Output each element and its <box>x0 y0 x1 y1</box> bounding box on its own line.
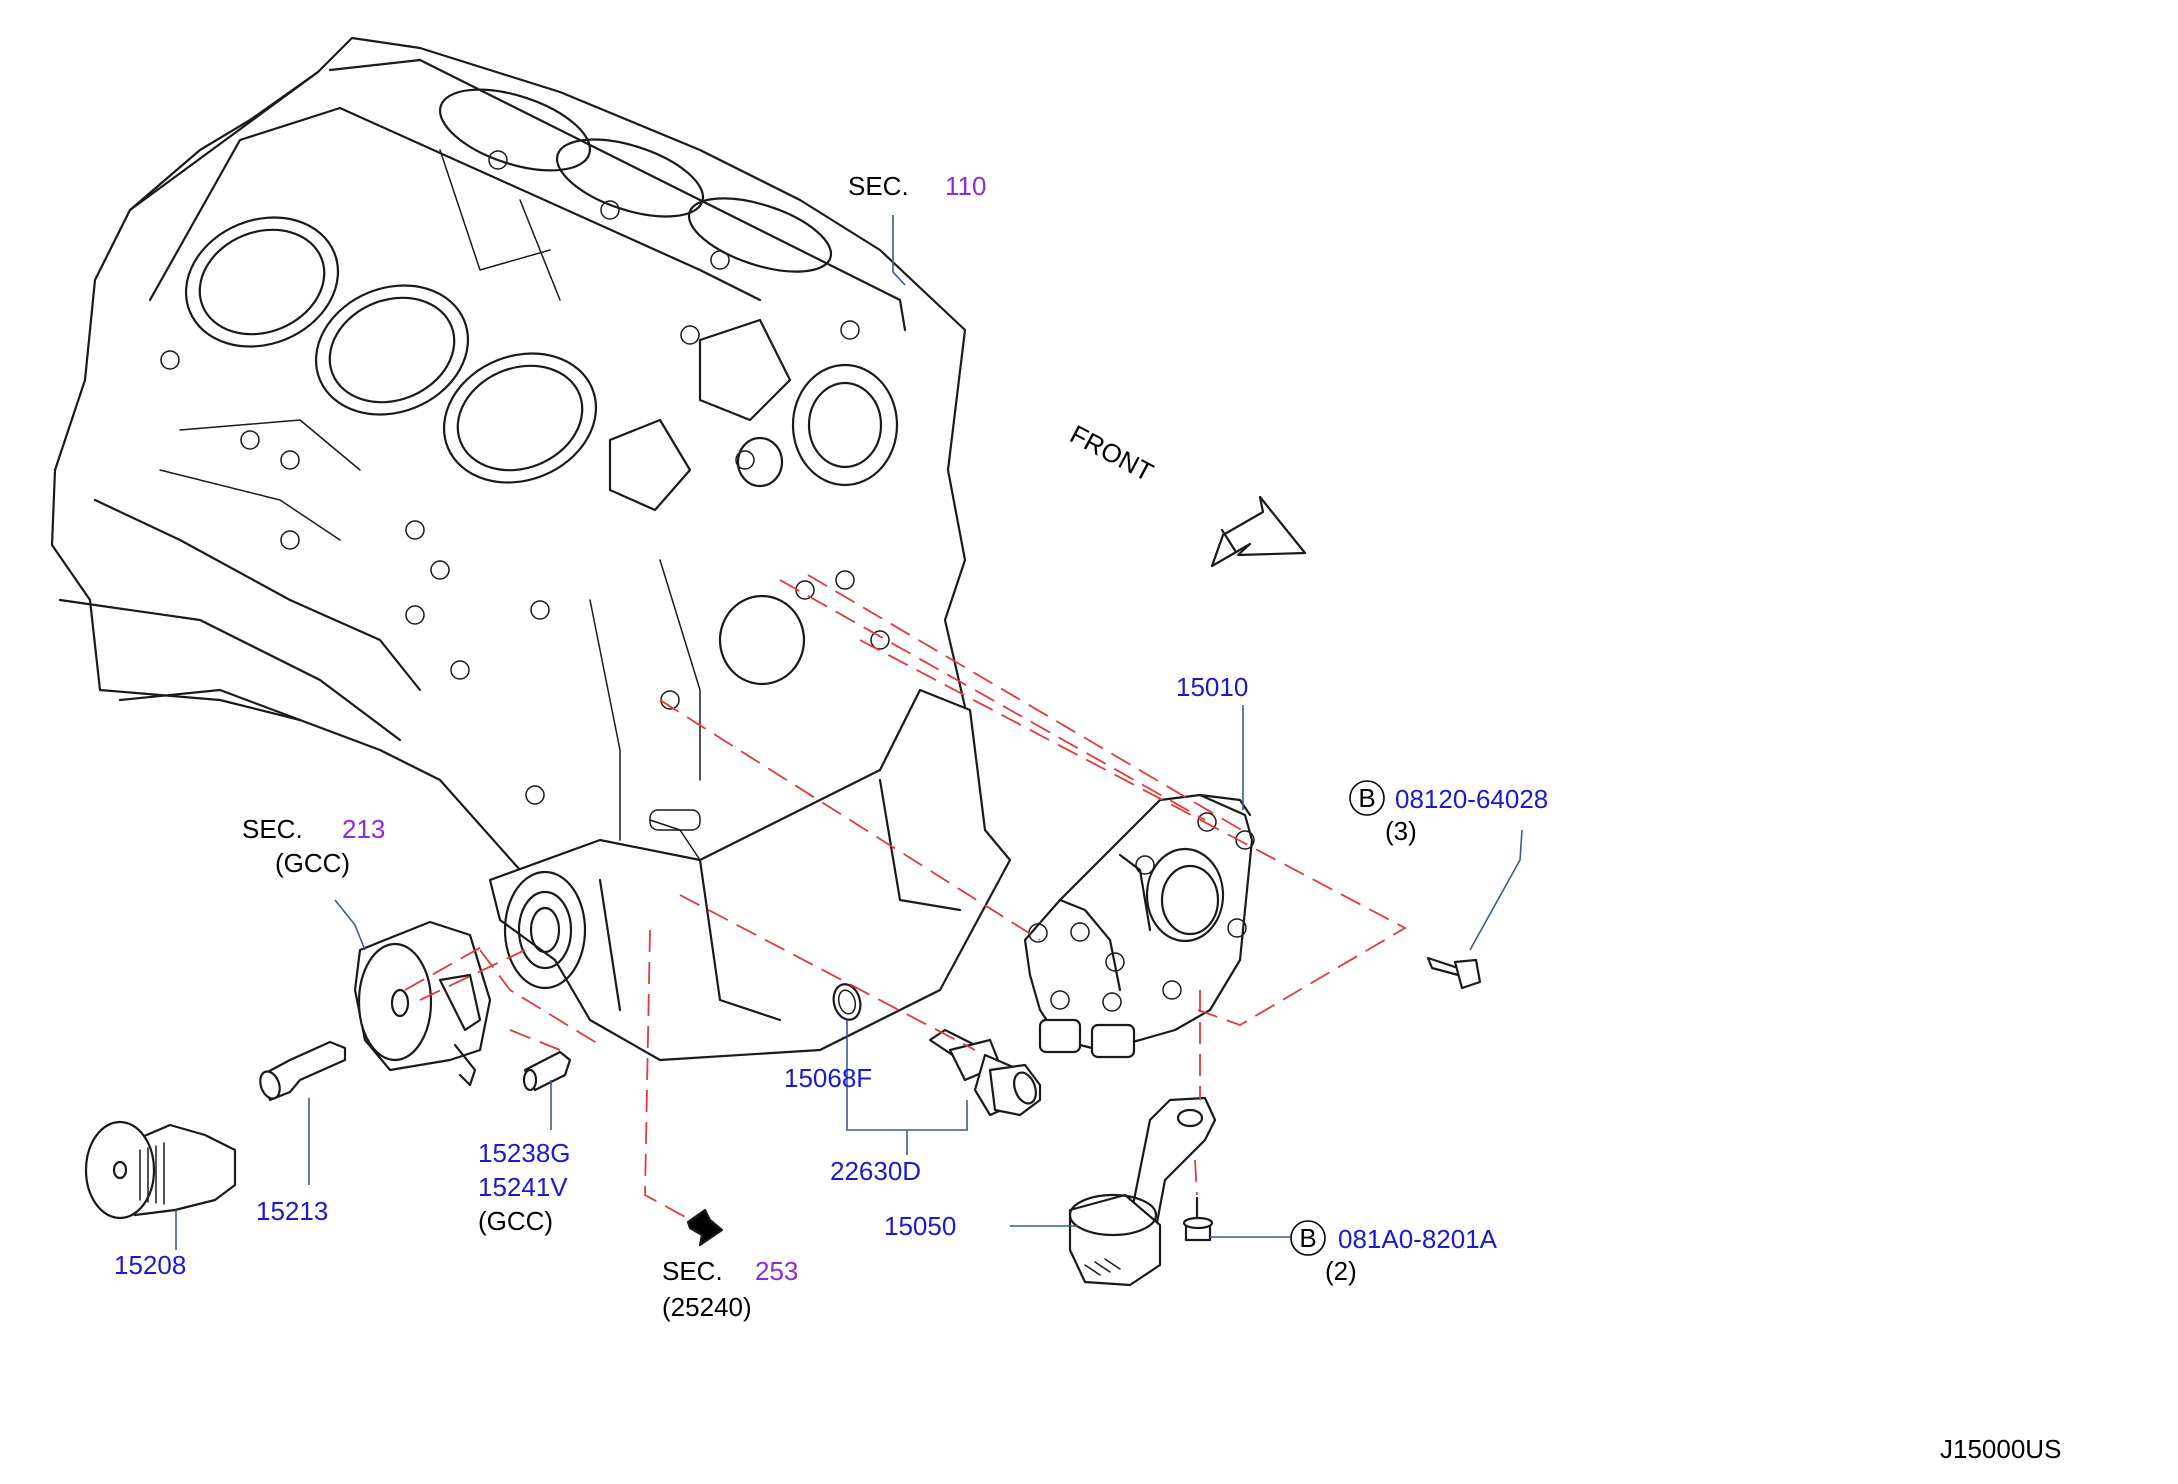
bolt-b-badge-icon <box>1290 1220 1326 1256</box>
front-cover-openings <box>608 318 899 686</box>
leader-lines <box>175 215 1523 1250</box>
stud-15238g <box>522 1050 572 1092</box>
sec-253-prefix: SEC. <box>662 1256 723 1286</box>
bolt-1-number: 08120-64028 <box>1395 784 1548 814</box>
label-bolt-081a0: B 081A0-8201A (2) <box>1290 1220 1498 1286</box>
part-15050: 15050 <box>884 1211 956 1241</box>
bolt-1-badge: B <box>1358 783 1375 813</box>
part-15208: 15208 <box>114 1250 186 1280</box>
bolt-1-qty: (3) <box>1385 816 1417 846</box>
guide-lines <box>404 574 1407 1226</box>
bolt-b-badge-icon <box>1349 780 1385 816</box>
part-22630d: 22630D <box>830 1156 921 1186</box>
oil-pump <box>1023 793 1255 1059</box>
sec-110-prefix: SEC. <box>848 171 909 201</box>
part-15238g: 15238G <box>478 1138 571 1168</box>
part-15213: 15213 <box>256 1196 328 1226</box>
sec-253-arrow <box>686 1208 724 1247</box>
part-15241v: 15241V <box>478 1172 568 1202</box>
sec-213-note: (GCC) <box>275 848 350 878</box>
label-sec-110: SEC. 110 <box>848 171 986 201</box>
cylinder-bores <box>184 88 833 484</box>
strainer-bolt <box>1182 1196 1214 1242</box>
part-15241v-note: (GCC) <box>478 1206 553 1236</box>
engine-block <box>50 36 1012 1062</box>
oil-cooler <box>353 920 492 1087</box>
pump-bolt <box>1426 956 1482 990</box>
o-ring <box>832 983 862 1021</box>
oil-pressure-switch <box>928 1028 1042 1117</box>
sec-213-number: 213 <box>342 814 385 844</box>
bolt-2-qty: (2) <box>1325 1256 1357 1286</box>
sec-253-note: (25240) <box>662 1292 752 1322</box>
sec-213-prefix: SEC. <box>242 814 303 844</box>
front-label: FRONT <box>1065 419 1158 488</box>
oil-strainer <box>1068 1096 1217 1287</box>
diagram-code: J15000US <box>1940 1434 2061 1464</box>
part-15010: 15010 <box>1176 672 1248 702</box>
bolt-2-badge: B <box>1299 1223 1316 1253</box>
connector-15213 <box>259 1040 347 1102</box>
bolt-2-number: 081A0-8201A <box>1338 1224 1498 1254</box>
label-sec-213: SEC. 213 (GCC) <box>242 814 385 878</box>
sec-253-number: 253 <box>755 1256 798 1286</box>
front-arrow: FRONT <box>1065 419 1307 568</box>
sec-110-number: 110 <box>945 171 986 201</box>
label-bolt-08120: B 08120-64028 (3) <box>1349 780 1548 846</box>
label-sec-253: SEC. 253 (25240) <box>662 1256 798 1322</box>
oil-pan <box>488 688 1012 1062</box>
part-15068f: 15068F <box>784 1063 872 1093</box>
oil-filter <box>84 1120 237 1220</box>
